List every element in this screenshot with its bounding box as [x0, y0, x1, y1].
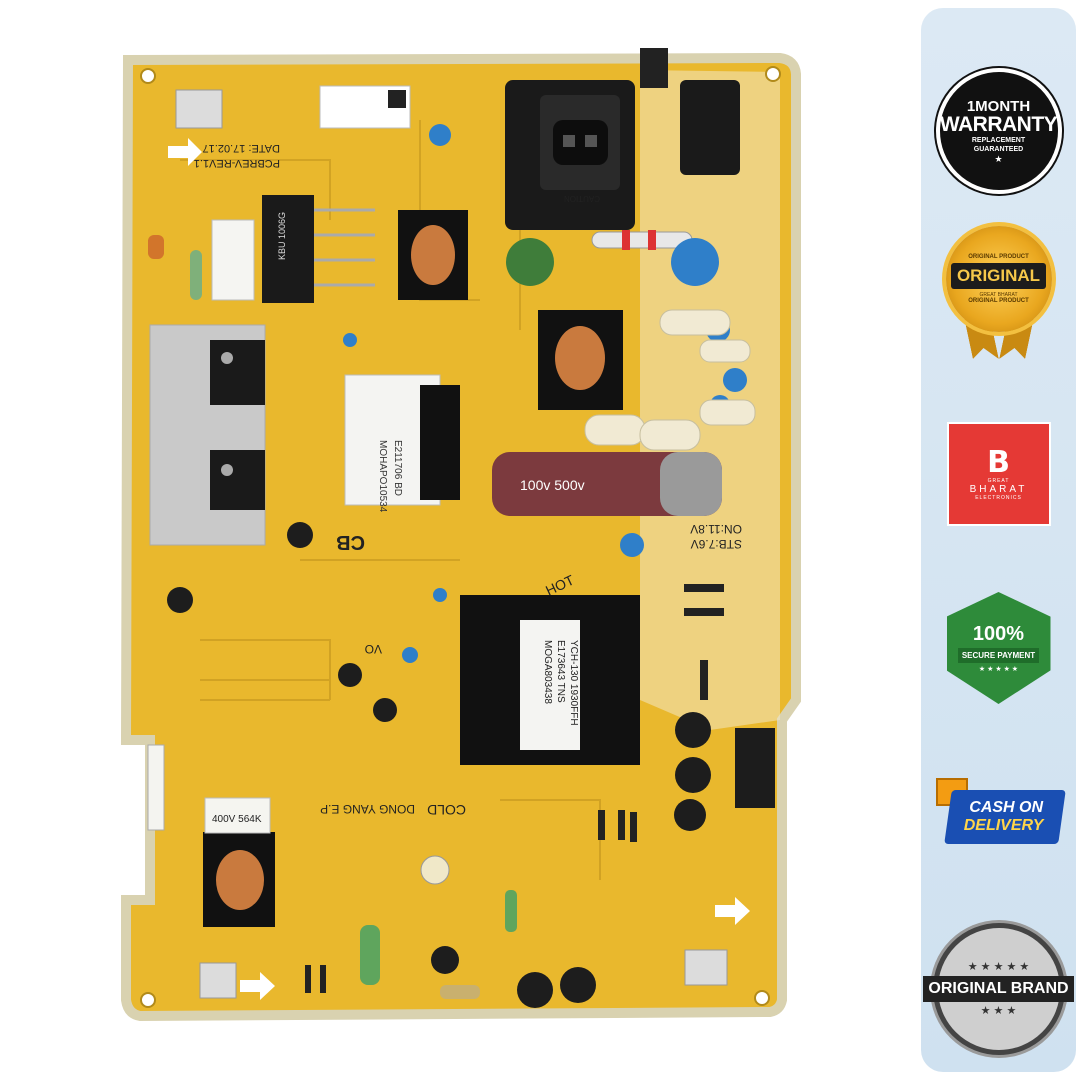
star-row-icon: ★ ★ ★ ★ ★	[967, 961, 1030, 973]
heatsink	[149, 324, 266, 546]
resistor-network	[584, 309, 756, 451]
label-vo: VO	[365, 642, 382, 656]
svg-text:E173643 TNS: E173643 TNS	[555, 640, 566, 703]
shield-icon: 100% SECURE PAYMENT ★ ★ ★ ★ ★	[946, 592, 1051, 704]
label-date: DATE: 17.02.17	[203, 142, 280, 154]
pcb-photo: KBU 1006G MOHAPO10534 E211706 BD	[120, 48, 801, 1022]
warranty-seal: 1MONTH WARRANTY REPLACEMENT GUARANTEED ★	[935, 68, 1062, 194]
seal-bottom-text: ORIGINAL PRODUCT	[968, 298, 1029, 304]
svg-text:YCH-130 1930FFH: YCH-130 1930FFH	[568, 640, 579, 726]
star-icon: ★	[994, 153, 1003, 164]
gold-seal: ORIGINAL PRODUCT ORIGINAL GREAT BHARAT O…	[945, 226, 1052, 332]
original-brand-badge: ★ ★ ★ ★ ★ ORIGINAL BRAND ★ ★ ★	[921, 923, 1076, 1055]
small-resistors	[148, 235, 517, 999]
output-connector	[735, 728, 775, 808]
svg-text:MOGA803438: MOGA803438	[542, 640, 553, 704]
ac-power-socket	[505, 48, 740, 230]
cod-panel: CASH ON DELIVERY	[943, 790, 1066, 844]
warranty-badge: 1MONTH WARRANTY REPLACEMENT GUARANTEED ★	[921, 68, 1076, 194]
secure-percent: 100%	[972, 623, 1025, 645]
label-dongyang: DONG YANG E.P	[320, 802, 415, 816]
varistor	[506, 238, 554, 286]
star-row-icon: ★ ★ ★	[980, 1005, 1017, 1017]
brand-small-text: GREAT	[987, 477, 1010, 484]
brand-logo: B GREAT BHARAT ELECTRONICS	[946, 422, 1051, 526]
warranty-guaranteed: GUARANTEED	[973, 145, 1024, 153]
secure-payment-badge: 100% SECURE PAYMENT ★ ★ ★ ★ ★	[921, 592, 1076, 704]
warranty-title: WARRANTY	[939, 112, 1058, 136]
signal-connector	[147, 744, 165, 831]
label-warning: CAUTION	[564, 194, 600, 203]
mount-hole	[140, 992, 156, 1008]
output-capacitors	[167, 522, 711, 1008]
cash-on-delivery-badge: CASH ON DELIVERY	[921, 776, 1076, 856]
pfc-inductor: 400V 564K	[203, 797, 275, 927]
label-stb: STB:7.6V	[691, 537, 742, 551]
ground-lugs	[175, 89, 728, 999]
original-product-badge: ORIGINAL PRODUCT ORIGINAL GREAT BHARAT O…	[921, 226, 1076, 361]
bridge-rectifier: KBU 1006G	[262, 195, 375, 303]
label-cb: CB	[336, 531, 365, 553]
label-pcb-rev: PCBREV-REV1.1	[194, 157, 280, 169]
svg-text:E211706 BD: E211706 BD	[392, 440, 403, 496]
film-capacitor	[211, 219, 255, 301]
original-brand-seal: ★ ★ ★ ★ ★ ORIGINAL BRAND ★ ★ ★	[923, 923, 1074, 1055]
star-row-icon: ★ ★ ★ ★ ★	[978, 666, 1019, 673]
mount-hole	[754, 990, 770, 1006]
svg-text:KBU 1006G: KBU 1006G	[277, 212, 287, 260]
seal-sub-text: GREAT BHARAT	[979, 292, 1018, 298]
warranty-months: 1MONTH	[966, 97, 1031, 115]
common-mode-choke	[398, 210, 623, 410]
cod-line2: DELIVERY	[963, 817, 1044, 834]
brand-logo-badge: B GREAT BHARAT ELECTRONICS	[921, 422, 1076, 526]
brand-mark-icon: B	[987, 444, 1010, 480]
svg-text:MOHAPO10534: MOHAPO10534	[377, 440, 388, 513]
warranty-replacement: REPLACEMENT	[971, 136, 1026, 144]
brand-tag: ELECTRONICS	[975, 494, 1022, 501]
diodes	[305, 584, 724, 993]
svg-text:100v 500v: 100v 500v	[520, 477, 585, 493]
seal-top-text: ORIGINAL PRODUCT	[968, 254, 1029, 260]
qr-code	[388, 90, 406, 108]
label-cold: COLD	[427, 802, 466, 818]
brand-name: BHARAT	[969, 483, 1028, 495]
original-brand-text: ORIGINAL BRAND	[923, 976, 1074, 1002]
bulk-capacitor: 100v 500v	[492, 452, 722, 516]
main-transformer: MOGA803438 E173643 TNS YCH-130 1930FFH	[460, 595, 640, 765]
mount-hole	[765, 66, 781, 82]
secure-label: SECURE PAYMENT	[957, 648, 1040, 663]
board-arrows	[168, 138, 750, 1000]
seal-main-text: ORIGINAL	[950, 263, 1047, 289]
mount-hole	[140, 68, 156, 84]
standby-transformer: MOHAPO10534 E211706 BD	[344, 374, 460, 513]
power-board-illustration: KBU 1006G MOHAPO10534 E211706 BD	[120, 48, 801, 1022]
svg-text:400V 564K: 400V 564K	[212, 814, 262, 825]
label-on: ON:11.8V	[690, 522, 742, 536]
trust-badges-panel: 1MONTH WARRANTY REPLACEMENT GUARANTEED ★…	[921, 8, 1076, 1072]
cod-line1: CASH ON	[968, 799, 1043, 816]
